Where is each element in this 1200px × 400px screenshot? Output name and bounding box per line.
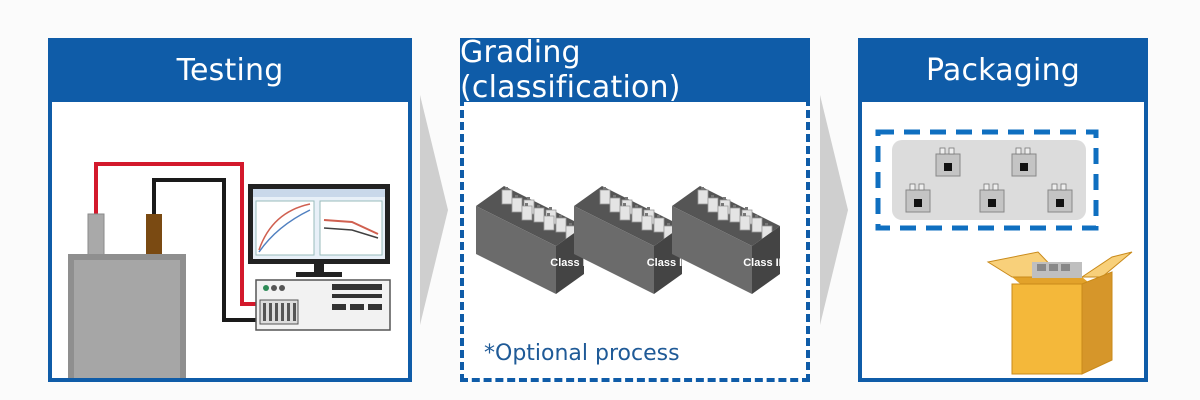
bin-label: Class II xyxy=(647,257,686,269)
sorting-bin-icon: Class I Class II Class III xyxy=(476,186,785,294)
sorting-bin: Class I xyxy=(476,186,586,294)
chip-icon xyxy=(1011,147,1037,177)
testing-panel: Testing xyxy=(48,38,412,396)
computer-icon xyxy=(248,184,390,277)
chip-icon xyxy=(979,183,1005,213)
battery-icon xyxy=(68,213,186,396)
arrow-right-icon xyxy=(820,95,848,325)
chip-icon xyxy=(1047,183,1073,213)
cardboard-box-icon xyxy=(986,251,1133,375)
chip-tray-icon xyxy=(892,140,1086,220)
packaging-title: Packaging xyxy=(858,38,1148,102)
optional-process-note: *Optional process xyxy=(484,341,680,366)
grading-title: Grading (classification) xyxy=(460,35,810,105)
bin-label: Class I xyxy=(550,257,585,269)
testing-illustration xyxy=(68,162,391,396)
sorting-bin: Class III xyxy=(672,186,785,294)
chip-icon xyxy=(905,183,931,213)
tester-icon xyxy=(255,279,391,331)
bin-label: Class III xyxy=(743,257,785,269)
grading-panel: Grading (classification) Class I Class II… xyxy=(460,35,810,382)
sorting-bin: Class II xyxy=(574,186,685,294)
red-cable xyxy=(94,162,256,306)
black-cable xyxy=(152,178,256,322)
chip-icon xyxy=(935,147,961,177)
packaging-panel: Packaging xyxy=(858,38,1148,382)
packaging-illustration xyxy=(875,129,1133,375)
testing-title: Testing xyxy=(48,38,412,102)
arrow-right-icon xyxy=(420,95,448,325)
